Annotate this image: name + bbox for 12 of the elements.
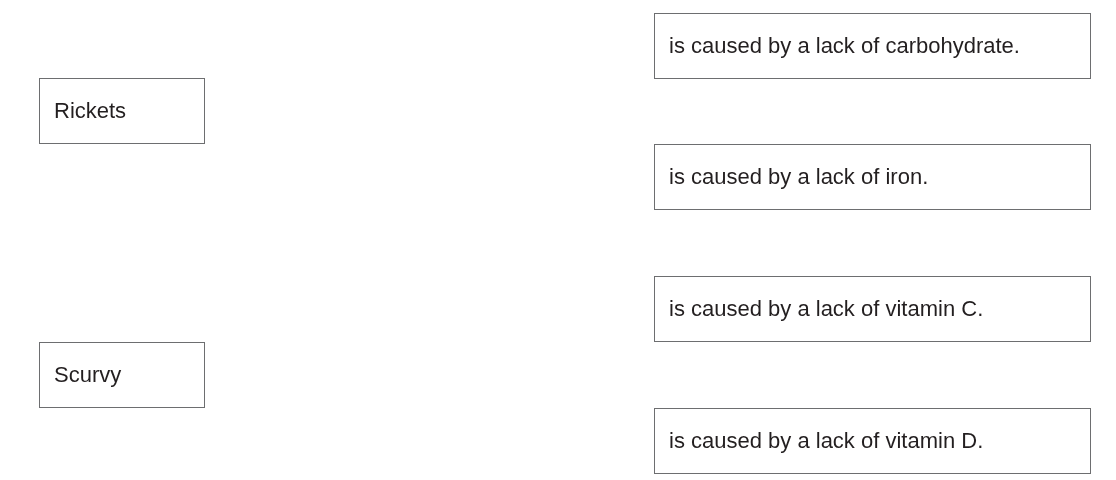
answer-box xyxy=(654,144,1091,210)
node-text: is caused by a lack of iron. xyxy=(669,163,929,191)
answer-box xyxy=(654,276,1091,342)
node-text: Scurvy xyxy=(54,361,122,389)
answer-box xyxy=(654,408,1091,474)
node-text: is caused by a lack of vitamin D. xyxy=(669,427,984,455)
node-text: is caused by a lack of carbohydrate. xyxy=(669,32,1020,60)
node-text: Rickets xyxy=(54,97,127,125)
answer-box xyxy=(39,78,205,144)
answer-box xyxy=(39,342,205,408)
answer-box xyxy=(654,13,1091,79)
node-text: is caused by a lack of vitamin C. xyxy=(669,295,984,323)
